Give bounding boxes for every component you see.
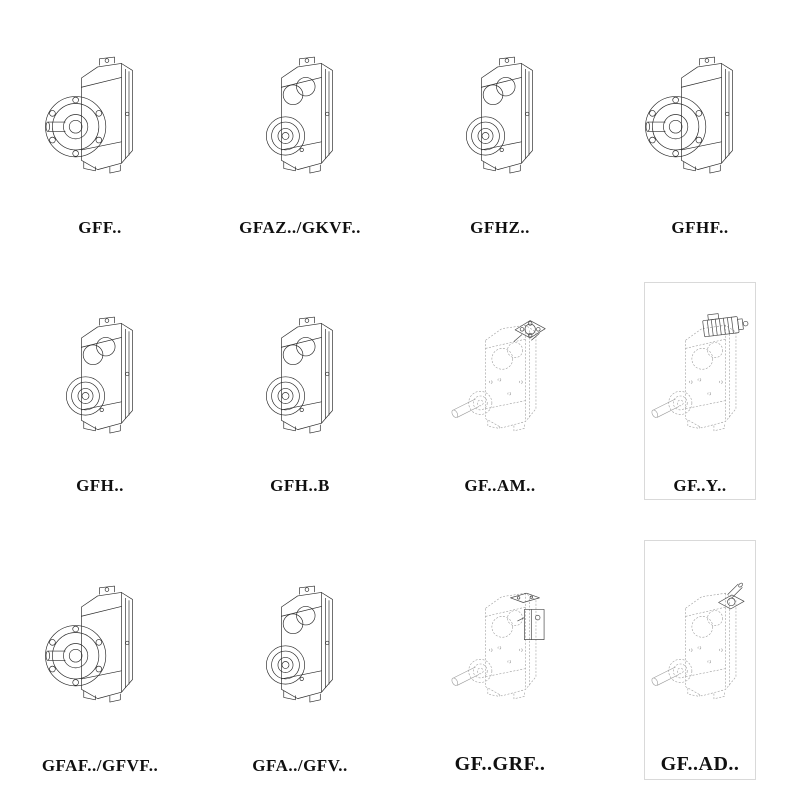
gear-unit-cell: GFHF.. (640, 16, 760, 246)
gear-unit-cell: GFA../GFV.. (240, 536, 360, 784)
gear-unit-label: GFAF../GFVF.. (41, 756, 159, 775)
gff-gearbox-drawing (42, 20, 158, 216)
gf-am-gearbox-drawing (442, 282, 558, 474)
gear-unit-label: GFH..B (270, 476, 330, 495)
hollow-shaft-gearbox-icon (266, 585, 333, 703)
gear-unit-cell: GFH.. (40, 278, 160, 504)
flange-gearbox-icon (45, 56, 133, 174)
gear-unit-label: GF..GRF.. (454, 753, 546, 775)
gear-unit-cell: GFAF../GFVF.. (40, 536, 160, 784)
gearbox-with-cover-box-icon (450, 592, 545, 699)
flange-gearbox-icon (45, 585, 133, 703)
gear-unit-cell: GFH..B (240, 278, 360, 504)
hollow-shaft-gearbox-icon (266, 316, 333, 434)
gfaz-gkvf-gearbox-drawing (242, 20, 358, 216)
gear-unit-label: GFH.. (76, 476, 124, 495)
gearbox-with-motor-icon (650, 309, 750, 432)
gear-unit-label: GFHF.. (671, 218, 729, 237)
gfaf-gfvf-gearbox-drawing (42, 540, 158, 754)
gear-unit-cell: GF..AD.. (640, 536, 760, 784)
gear-unit-cell: GFAZ../GKVF.. (239, 16, 361, 246)
gf-grf-gearbox-drawing (442, 540, 558, 751)
hollow-shaft-gearbox-icon (466, 56, 533, 174)
gf-ad-gearbox-drawing (642, 540, 758, 751)
flange-gearbox-icon (645, 56, 733, 174)
gear-unit-label: GFA../GFV.. (252, 756, 348, 775)
gearbox-with-input-shaft-adapter-icon (650, 581, 745, 699)
gfhf-gearbox-drawing (642, 20, 758, 216)
gearbox-with-adapter-plate-icon (450, 320, 546, 432)
gfh-gearbox-drawing (42, 282, 158, 474)
gear-unit-label: GF..AM.. (464, 476, 536, 495)
hollow-shaft-gearbox-icon (266, 56, 333, 174)
gear-unit-label: GF..AD.. (660, 753, 740, 775)
gear-unit-label: GFAZ../GKVF.. (239, 218, 361, 237)
gfa-gfv-gearbox-drawing (242, 540, 358, 754)
gear-unit-label: GFF.. (78, 218, 122, 237)
gear-unit-cell: GF..Y.. (640, 278, 760, 504)
gear-unit-label: GFHZ.. (470, 218, 530, 237)
gear-unit-cell: GFHZ.. (440, 16, 560, 246)
gear-unit-cell: GF..GRF.. (440, 536, 560, 784)
gear-unit-cell: GFF.. (40, 16, 160, 246)
gfhz-gearbox-drawing (442, 20, 558, 216)
gear-unit-label: GF..Y.. (673, 476, 727, 495)
gf-y-gearbox-drawing (642, 282, 758, 474)
hollow-shaft-gearbox-icon (66, 316, 133, 434)
gear-unit-cell: GF..AM.. (440, 278, 560, 504)
gfh-b-gearbox-drawing (242, 282, 358, 474)
